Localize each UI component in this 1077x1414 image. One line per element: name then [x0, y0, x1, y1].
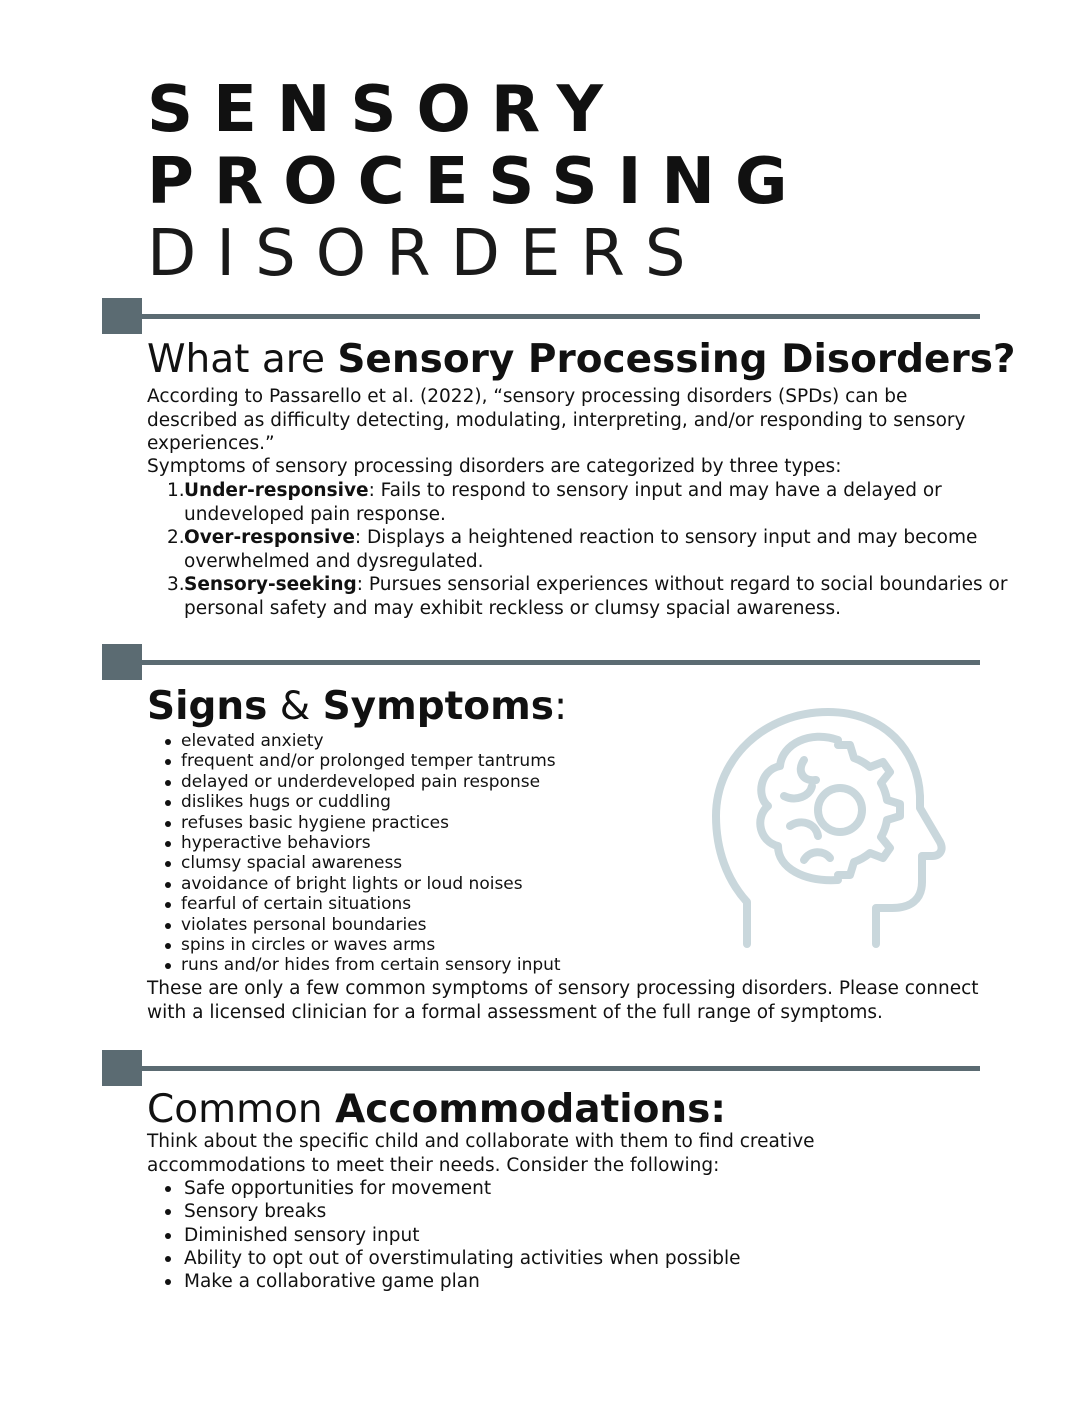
list-item: 2.Over-responsive: Displays a heightened…: [147, 526, 1017, 573]
divider-square: [102, 1050, 142, 1086]
list-item: clumsy spacial awareness: [147, 853, 561, 873]
list-item: Diminished sensory input: [147, 1224, 741, 1247]
accommodations-intro: Think about the specific child and colla…: [147, 1131, 815, 1176]
type-description: : Pursues sensorial experiences without …: [184, 574, 1008, 619]
heading-light-text: Common: [147, 1087, 336, 1132]
types-lead-text: Symptoms of sensory processing disorders…: [147, 456, 842, 477]
list-item: hyperactive behaviors: [147, 833, 561, 853]
section-divider: [102, 298, 980, 334]
list-item: refuses basic hygiene practices: [147, 813, 561, 833]
definition-paragraph: According to Passarello et al. (2022), “…: [147, 386, 966, 454]
section-heading-signs-symptoms: Signs & Symptoms:: [147, 684, 567, 730]
list-number: 1.: [167, 480, 185, 501]
accommodations-list: Safe opportunities for movement Sensory …: [147, 1177, 741, 1293]
section-heading-accommodations: Common Accommodations:: [147, 1087, 726, 1133]
heading-colon: :: [553, 684, 568, 729]
type-term: Over-responsive: [184, 527, 355, 548]
list-item: Ability to opt out of overstimulating ac…: [147, 1247, 741, 1270]
divider-rule: [142, 660, 980, 665]
symptoms-note: These are only a few common symptoms of …: [147, 978, 979, 1023]
list-number: 3.: [167, 574, 185, 595]
type-term: Under-responsive: [184, 480, 369, 501]
divider-rule: [142, 314, 980, 319]
section-divider: [102, 1050, 980, 1086]
section-divider: [102, 644, 980, 680]
list-item: frequent and/or prolonged temper tantrum…: [147, 751, 561, 771]
list-item: runs and/or hides from certain sensory i…: [147, 955, 561, 975]
list-item: 3.Sensory-seeking: Pursues sensorial exp…: [147, 573, 1017, 620]
type-term: Sensory-seeking: [184, 574, 357, 595]
heading-bold-text: Sensory Processing Disorders?: [337, 337, 1016, 382]
title-line-2: PROCESSING: [147, 145, 808, 219]
section-heading-what-are: What are Sensory Processing Disorders?: [147, 337, 1016, 383]
head-brain-gear-icon: [712, 708, 946, 948]
list-item: Make a collaborative game plan: [147, 1270, 741, 1293]
symptoms-list: elevated anxiety frequent and/or prolong…: [147, 731, 561, 976]
list-item: Safe opportunities for movement: [147, 1177, 741, 1200]
list-item: avoidance of bright lights or loud noise…: [147, 874, 561, 894]
list-item: elevated anxiety: [147, 731, 561, 751]
heading-bold-text: Accommodations:: [335, 1087, 726, 1132]
heading-light-text: What are: [147, 337, 338, 382]
list-item: spins in circles or waves arms: [147, 935, 561, 955]
list-item: violates personal boundaries: [147, 915, 561, 935]
title-line-1: SENSORY: [147, 73, 623, 147]
divider-square: [102, 298, 142, 334]
list-item: 1.Under-responsive: Fails to respond to …: [147, 479, 1017, 526]
list-item: fearful of certain situations: [147, 894, 561, 914]
type-description: : Fails to respond to sensory input and …: [184, 480, 942, 525]
type-description: : Displays a heightened reaction to sens…: [184, 527, 978, 572]
list-item: delayed or underdeveloped pain response: [147, 772, 561, 792]
title-line-3: DISORDERS: [147, 217, 706, 291]
heading-bold-text: Symptoms: [322, 684, 554, 729]
heading-bold-text: Signs: [147, 684, 268, 729]
divider-square: [102, 644, 142, 680]
types-list: 1.Under-responsive: Fails to respond to …: [147, 479, 1017, 620]
divider-rule: [142, 1066, 980, 1071]
list-item: Sensory breaks: [147, 1200, 741, 1223]
list-number: 2.: [167, 527, 185, 548]
heading-light-text: &: [267, 684, 323, 729]
list-item: dislikes hugs or cuddling: [147, 792, 561, 812]
